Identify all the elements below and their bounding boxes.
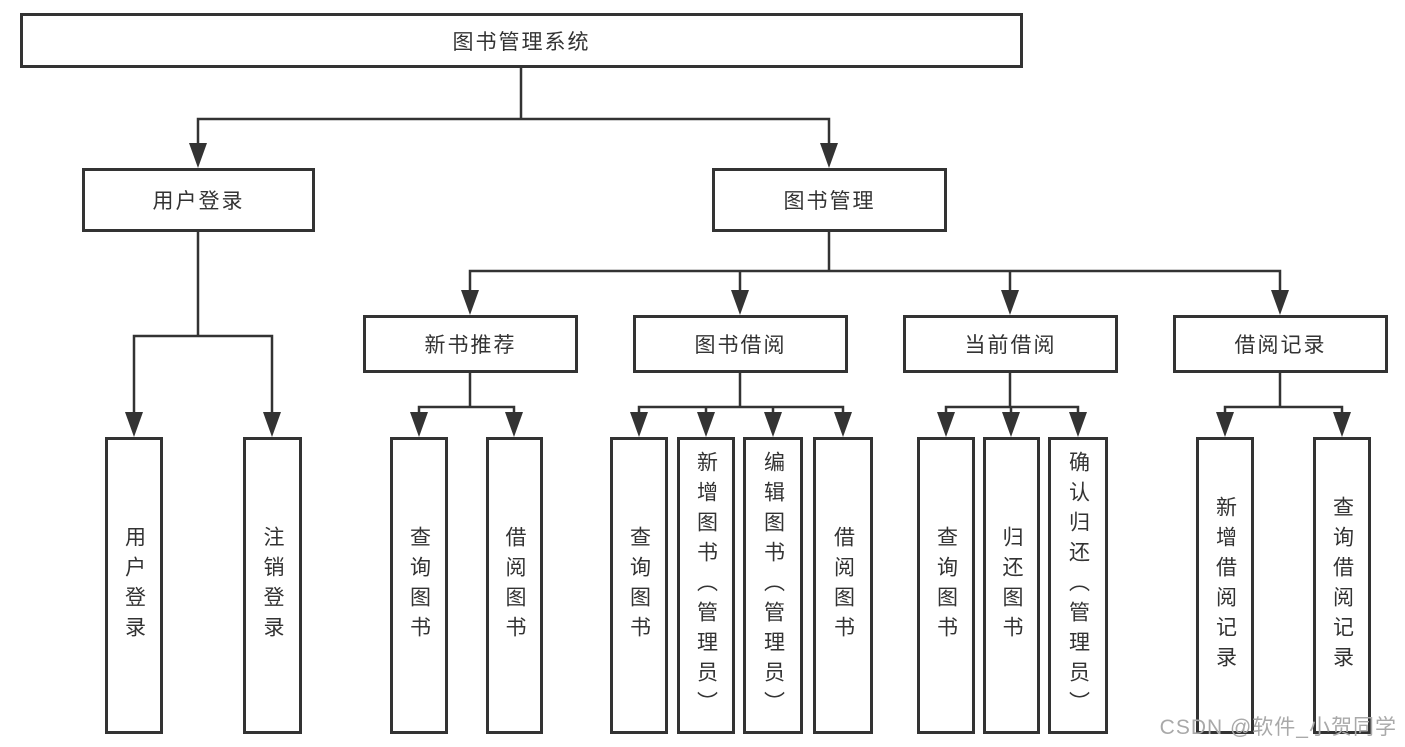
connector-line — [1223, 371, 1344, 417]
connector-line — [417, 371, 516, 417]
arrow-down-icon — [1333, 412, 1351, 437]
node-user-login: 用户登录 — [82, 168, 315, 232]
leaf-confirm-return-admin: 确认归还（管理员） — [1048, 437, 1108, 734]
node-book-borrow: 图书借阅 — [633, 315, 848, 373]
leaf-label: 查询图书 — [407, 525, 431, 646]
arrow-down-icon — [1002, 412, 1020, 437]
leaf-query-book: 查询图书 — [610, 437, 668, 734]
leaf-label: 确认归还（管理员） — [1066, 450, 1090, 721]
leaf-user-login: 用户登录 — [105, 437, 163, 734]
leaf-label: 新增图书（管理员） — [694, 450, 718, 721]
node-borrow-record: 借阅记录 — [1173, 315, 1388, 373]
leaf-edit-book-admin: 编辑图书（管理员） — [743, 437, 803, 734]
node-label: 借阅记录 — [1234, 334, 1327, 357]
connector-line — [132, 230, 274, 417]
arrow-down-icon — [937, 412, 955, 437]
leaf-label: 查询图书 — [627, 525, 651, 646]
arrow-down-icon — [697, 412, 715, 437]
connector-line — [637, 371, 845, 417]
node-label: 图书管理 — [783, 190, 876, 213]
leaf-return-book: 归还图书 — [983, 437, 1040, 734]
arrow-down-icon — [820, 143, 838, 168]
node-root-system: 图书管理系统 — [20, 13, 1023, 68]
node-label: 新书推荐 — [424, 334, 517, 357]
leaf-label: 编辑图书（管理员） — [761, 450, 785, 721]
node-new-book-recommend: 新书推荐 — [363, 315, 578, 373]
node-label: 用户登录 — [152, 190, 245, 213]
arrow-down-icon — [505, 412, 523, 437]
leaf-borrow-book: 借阅图书 — [486, 437, 543, 734]
arrow-down-icon — [461, 290, 479, 315]
leaf-add-book-admin: 新增图书（管理员） — [677, 437, 735, 734]
leaf-label: 查询借阅记录 — [1330, 495, 1354, 676]
leaf-borrow-book: 借阅图书 — [813, 437, 873, 734]
leaf-label: 新增借阅记录 — [1213, 495, 1237, 676]
connector-line — [468, 230, 1282, 295]
leaf-label: 借阅图书 — [503, 525, 526, 646]
node-current-borrow: 当前借阅 — [903, 315, 1118, 373]
arrow-down-icon — [1069, 412, 1087, 437]
arrow-down-icon — [1216, 412, 1234, 437]
node-label: 图书管理系统 — [452, 30, 591, 54]
arrow-down-icon — [1271, 290, 1289, 315]
arrow-down-icon — [125, 412, 143, 437]
node-label: 当前借阅 — [964, 334, 1057, 357]
leaf-label: 归还图书 — [1000, 525, 1023, 646]
arrow-down-icon — [764, 412, 782, 437]
leaf-logout: 注销登录 — [243, 437, 302, 734]
leaf-add-borrow-record: 新增借阅记录 — [1196, 437, 1254, 734]
leaf-label: 注销登录 — [261, 525, 284, 646]
arrow-down-icon — [834, 412, 852, 437]
arrow-down-icon — [263, 412, 281, 437]
leaf-label: 用户登录 — [122, 525, 146, 646]
watermark: CSDN @软件_小贺同学 — [1159, 716, 1397, 739]
arrow-down-icon — [731, 290, 749, 315]
node-book-management: 图书管理 — [712, 168, 947, 232]
connector-line — [944, 371, 1080, 417]
arrow-down-icon — [410, 412, 428, 437]
arrow-down-icon — [630, 412, 648, 437]
connector-line — [196, 66, 831, 148]
leaf-label: 查询图书 — [934, 525, 958, 646]
leaf-query-borrow-record: 查询借阅记录 — [1313, 437, 1371, 734]
leaf-query-book: 查询图书 — [917, 437, 975, 734]
leaf-query-book: 查询图书 — [390, 437, 448, 734]
arrow-down-icon — [189, 143, 207, 168]
node-label: 图书借阅 — [694, 334, 787, 357]
leaf-label: 借阅图书 — [831, 525, 855, 646]
arrow-down-icon — [1001, 290, 1019, 315]
